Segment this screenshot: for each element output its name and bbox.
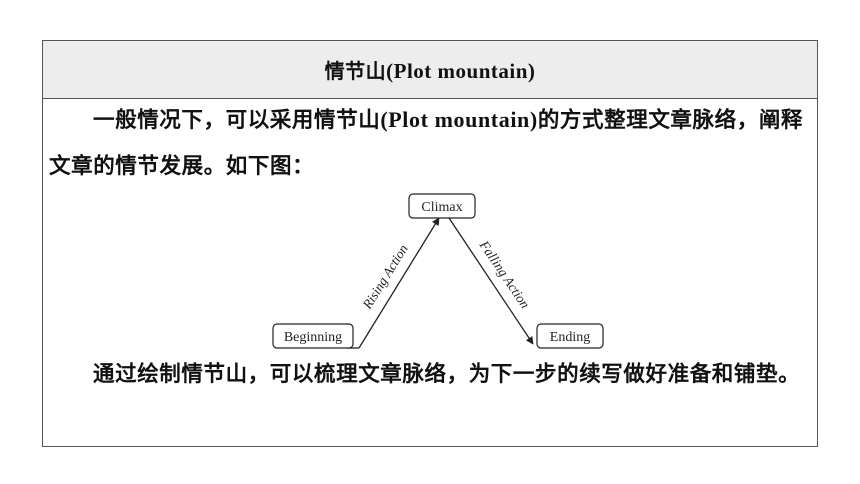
beginning-label: Beginning [284, 330, 342, 345]
intro-text-before: 一般情况下，可以采用情节山 [93, 108, 381, 133]
intro-paragraph: 一般情况下，可以采用情节山(Plot mountain)的方式整理文章脉络，阐释… [49, 97, 811, 190]
ending-box [536, 323, 604, 349]
rising-action-line [358, 217, 440, 349]
intro-text-latin: (Plot mountain) [380, 107, 538, 132]
closing-paragraph: 通过绘制情节山，可以梳理文章脉络，为下一步的续写做好准备和铺垫。 [49, 352, 811, 398]
content-box: 情节山(Plot mountain) 一般情况下，可以采用情节山(Plot mo… [42, 40, 818, 447]
closing-text: 通过绘制情节山，可以梳理文章脉络，为下一步的续写做好准备和铺垫。 [93, 362, 801, 387]
ending-label: Ending [550, 330, 590, 345]
falling-action-line [448, 217, 534, 345]
title-en: (Plot mountain) [386, 59, 536, 83]
beginning-box [272, 323, 354, 349]
climax-label: Climax [421, 200, 462, 215]
climax-box [408, 193, 476, 219]
plot-mountain-diagram: Climax Beginning Ending Rising Action Fa… [271, 190, 609, 358]
page-title: 情节山(Plot mountain) [325, 55, 536, 84]
intro-text-after: 的方式整理文章脉络，阐释文章的情节发展。如下图： [49, 108, 804, 179]
title-zh: 情节山 [324, 59, 387, 83]
title-bar: 情节山(Plot mountain) [43, 41, 817, 99]
